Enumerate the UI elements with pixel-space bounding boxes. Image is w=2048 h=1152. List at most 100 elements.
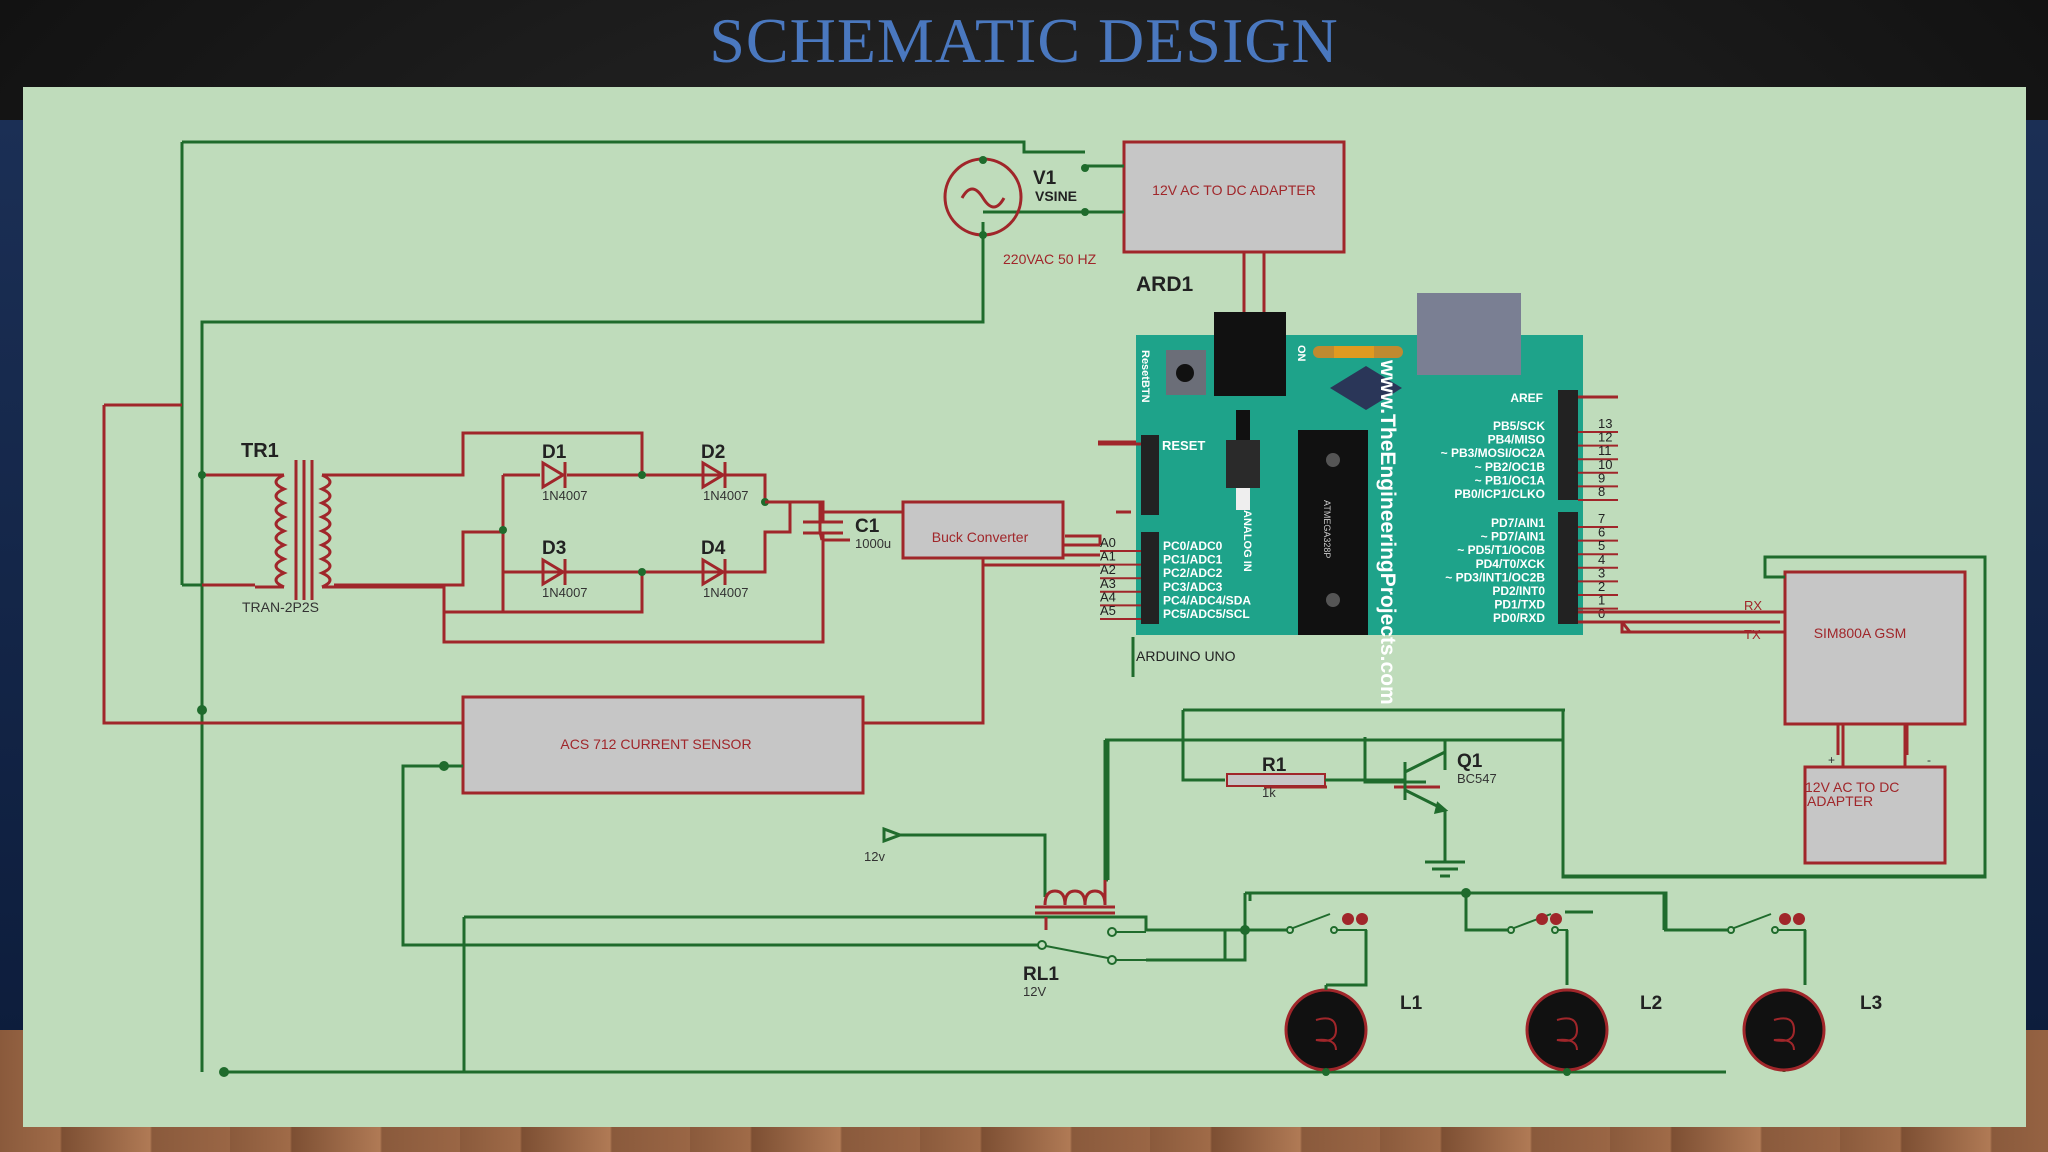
- gsm-module-box: [1783, 570, 1967, 726]
- digital-pin-number: 10: [1598, 457, 1612, 472]
- digital-pin-label: PB4/MISO: [1488, 433, 1545, 447]
- analog-pin-number: A2: [1100, 562, 1116, 577]
- diode-d3-ref: D3: [542, 538, 566, 559]
- capacitor-value: 1000u: [855, 536, 891, 551]
- supply-label: 12v: [864, 849, 885, 864]
- adapter-bottom-plus: +: [1828, 753, 1835, 767]
- arduino-ref: ARD1: [1136, 273, 1193, 296]
- transformer: [255, 460, 345, 600]
- lamp-l2-icon: [1525, 988, 1609, 1072]
- resistor-ref: R1: [1262, 755, 1287, 776]
- digital-pin-number: 2: [1598, 579, 1605, 594]
- diode-d4-ref: D4: [701, 538, 726, 559]
- relay-switch-icon: [1037, 927, 1146, 965]
- arduino-aref: AREF: [1510, 391, 1543, 405]
- digital-pin-label: ~ PB1/OC1A: [1475, 473, 1546, 487]
- analog-pin-number: A3: [1100, 576, 1116, 591]
- arduino-name: ARDUINO UNO: [1136, 648, 1236, 664]
- slide-edge-left: [0, 120, 24, 1040]
- digital-pin-number: 6: [1598, 525, 1605, 540]
- diode-bridge: [345, 431, 825, 644]
- arduino-resetbtn-label: ResetBTN: [1139, 350, 1151, 403]
- analog-pin-label: PC1/ADC1: [1163, 553, 1223, 567]
- lamp-l3-label: L3: [1860, 993, 1882, 1014]
- adapter-top-label: 12V AC TO DC ADAPTER: [1152, 182, 1316, 198]
- digital-pin-label: PD1/TXD: [1494, 598, 1545, 612]
- capacitor-ref: C1: [855, 516, 880, 537]
- capacitor-icon: [765, 500, 843, 642]
- analog-pin-label: PC5/ADC5/SCL: [1163, 607, 1250, 621]
- relay-rating: 12V: [1023, 984, 1046, 999]
- arduino-uno-board: [1136, 293, 1583, 635]
- digital-pin-label: ~ PB2/OC1B: [1475, 460, 1546, 474]
- arduino-reset-label: RESET: [1162, 438, 1205, 453]
- digital-pin-number: 5: [1598, 538, 1605, 553]
- diode-d3-icon: [541, 557, 567, 587]
- relay-ref: RL1: [1023, 964, 1059, 985]
- digital-pin-number: 9: [1598, 470, 1605, 485]
- analog-pin-label: PC3/ADC3: [1163, 580, 1223, 594]
- source-rating: 220VAC 50 HZ: [1003, 251, 1097, 267]
- diode-d1-icon: [541, 460, 567, 490]
- digital-pin-number: 0: [1598, 606, 1605, 621]
- diode-d3-model: 1N4007: [542, 585, 588, 600]
- analog-pin-number: A5: [1100, 603, 1116, 618]
- lamp-l3-icon: [1742, 988, 1826, 1072]
- schematic-diagram: V1 VSINE 220VAC 50 HZ 12V AC TO DC ADAPT…: [23, 87, 2026, 1127]
- gsm-label: SIM800A GSM: [1814, 625, 1907, 641]
- resistor-icon: [1226, 773, 1405, 787]
- digital-pin-number: 8: [1598, 484, 1605, 499]
- arduino-on-label: ON: [1295, 345, 1307, 362]
- digital-pin-label: PD7/AIN1: [1491, 516, 1545, 530]
- switch-l1-icon: [1245, 913, 1368, 985]
- digital-pin-label: ~ PD3/INT1/OC2B: [1445, 570, 1545, 584]
- adapter-top-box: [1122, 140, 1346, 254]
- adapter-bottom-box: [1803, 765, 1947, 865]
- transistor-model: BC547: [1457, 771, 1497, 786]
- diode-d2-model: 1N4007: [703, 488, 749, 503]
- diode-d1-model: 1N4007: [542, 488, 588, 503]
- analog-pin-label: PC2/ADC2: [1163, 566, 1223, 580]
- digital-pin-label: PB5/SCK: [1493, 419, 1545, 433]
- diode-d4-model: 1N4007: [703, 585, 749, 600]
- gsm-rx: RX: [1744, 598, 1762, 613]
- digital-pin-label: PD2/INT0: [1492, 584, 1545, 598]
- digital-pin-label: PD4/T0/XCK: [1476, 557, 1546, 571]
- digital-pin-label: ~ PD7/AIN1: [1481, 530, 1546, 544]
- digital-pin-label: ~ PB3/MOSI/OC2A: [1441, 446, 1546, 460]
- arduino-chip: ATMEGA328P: [1322, 500, 1332, 558]
- adapter-bottom-label-line2: ADAPTER: [1807, 793, 1873, 809]
- diode-d4-icon: [701, 557, 727, 587]
- diode-d2-icon: [701, 460, 727, 490]
- relay-coil-icon: [1035, 880, 1115, 915]
- digital-pin-number: 3: [1598, 565, 1605, 580]
- current-sensor-label: ACS 712 CURRENT SENSOR: [560, 736, 751, 752]
- lamp-l2-label: L2: [1640, 993, 1662, 1014]
- buck-converter-box: [901, 500, 1065, 560]
- buck-converter-label: Buck Converter: [932, 529, 1029, 545]
- transistor-ref: Q1: [1457, 751, 1483, 772]
- adapter-bottom-label-line1: 12V AC TO DC: [1805, 779, 1899, 795]
- digital-pin-number: 11: [1598, 443, 1612, 458]
- source-ref: V1: [1033, 168, 1057, 189]
- digital-pin-number: 4: [1598, 552, 1605, 567]
- source-model: VSINE: [1035, 188, 1077, 204]
- digital-pin-number: 13: [1598, 416, 1612, 431]
- diode-d2-ref: D2: [701, 442, 725, 463]
- ac-voltage-source: [943, 156, 1023, 239]
- digital-pin-label: ~ PD5/T1/OC0B: [1457, 543, 1545, 557]
- gsm-tx: TX: [1744, 627, 1761, 642]
- digital-pin-number: 12: [1598, 430, 1612, 445]
- lamp-l1-label: L1: [1400, 993, 1423, 1014]
- switch-l3-icon: [1666, 913, 1806, 985]
- digital-pin-number: 1: [1598, 593, 1605, 608]
- analog-pin-number: A4: [1100, 589, 1116, 604]
- switch-l2-icon: [1466, 913, 1568, 985]
- slide-edge-right: [2024, 120, 2048, 1040]
- digital-pin-number: 7: [1598, 511, 1605, 526]
- npn-transistor-icon: [1403, 740, 1465, 878]
- slide-title: SCHEMATIC DESIGN: [709, 5, 1339, 76]
- transformer-model: TRAN-2P2S: [242, 599, 319, 615]
- digital-pin-label: PD0/RXD: [1493, 611, 1545, 625]
- arduino-analog-in: ANALOG IN: [1241, 510, 1253, 572]
